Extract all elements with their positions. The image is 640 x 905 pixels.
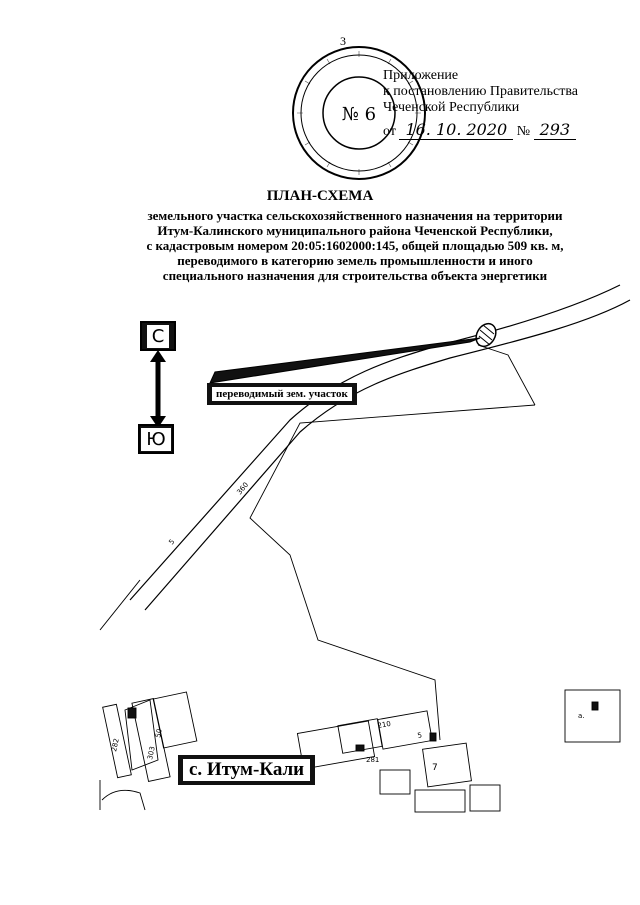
svg-text:281: 281 <box>366 756 379 764</box>
compass-south-letter: Ю <box>141 427 171 451</box>
svg-text:а.: а. <box>578 712 585 720</box>
area-boundary-2 <box>249 404 536 741</box>
compass-north: С <box>140 321 176 351</box>
parcel-number-7: 7 <box>432 763 438 773</box>
description-line-4: переводимого в категорию земель промышле… <box>177 253 533 268</box>
description-line-3: с кадастровым номером 20:05:1602000:145,… <box>146 238 564 253</box>
parcel-number-50: 50 <box>154 728 164 738</box>
svg-text:360: 360 <box>235 481 250 496</box>
appendix-line-2: к постановлению Правительства <box>383 84 579 99</box>
description: земельного участка сельскохозяйственного… <box>90 208 620 283</box>
decree-date: 16. 10. 2020 <box>399 120 514 140</box>
decree-date-line: от 16. 10. 2020 № 293 <box>383 120 578 140</box>
area-boundary <box>477 344 536 406</box>
village-label-text: с. Итум-Кали <box>183 759 311 781</box>
village-label: с. Итум-Кали <box>178 755 316 785</box>
plot-marker <box>475 322 497 348</box>
plot-label-text: переводимый зем. участок <box>212 387 352 401</box>
official-seal: № 6 <box>292 46 426 180</box>
svg-text:5: 5 <box>417 731 423 740</box>
svg-text:5: 5 <box>167 538 176 547</box>
road-edge-lower <box>144 299 631 611</box>
description-line-1: земельного участка сельскохозяйственного… <box>147 208 563 223</box>
appendix-line-3: Чеченской Республики <box>383 100 520 115</box>
plot-pointer <box>209 337 481 384</box>
description-line-2: Итум-Калинского муниципального района Че… <box>157 223 553 238</box>
page-number: 3 <box>340 34 346 48</box>
document-title: ПЛАН-СХЕМА <box>266 188 374 204</box>
village-parcels <box>99 689 621 813</box>
appendix-line-1: Приложение <box>383 68 459 83</box>
number-prefix: № <box>516 124 531 139</box>
parcel-number-210: 210 <box>377 720 392 730</box>
decree-number: 293 <box>533 120 577 140</box>
date-prefix: от <box>383 124 396 139</box>
svg-text:282: 282 <box>110 738 121 753</box>
compass-south: Ю <box>138 424 174 454</box>
plot-label: переводимый зем. участок <box>207 383 357 405</box>
stamp-number: № 6 <box>342 104 376 125</box>
compass-north-letter: С <box>146 324 170 348</box>
appendix-block: Приложение к постановлению Правительства… <box>383 68 578 140</box>
description-line-5: специального назначения для строительств… <box>162 268 548 283</box>
road-outer-edge <box>99 579 141 631</box>
svg-text:303: 303 <box>146 746 157 761</box>
